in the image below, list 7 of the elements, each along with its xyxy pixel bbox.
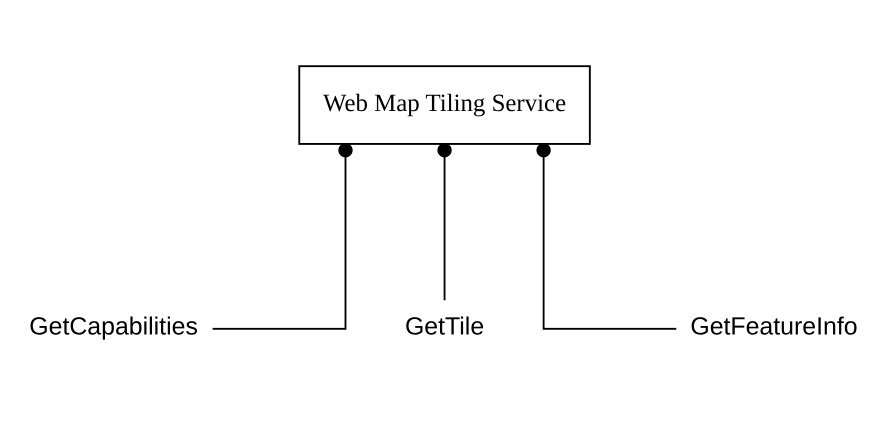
node-box: Web Map Tiling Service xyxy=(298,65,591,145)
node-text: GetFeatureInfo xyxy=(690,312,858,341)
connector xyxy=(437,143,452,300)
connector xyxy=(212,143,353,330)
node-text: GetTile xyxy=(404,312,484,341)
connector xyxy=(536,143,676,330)
node-text: GetCapabilities xyxy=(29,312,198,341)
